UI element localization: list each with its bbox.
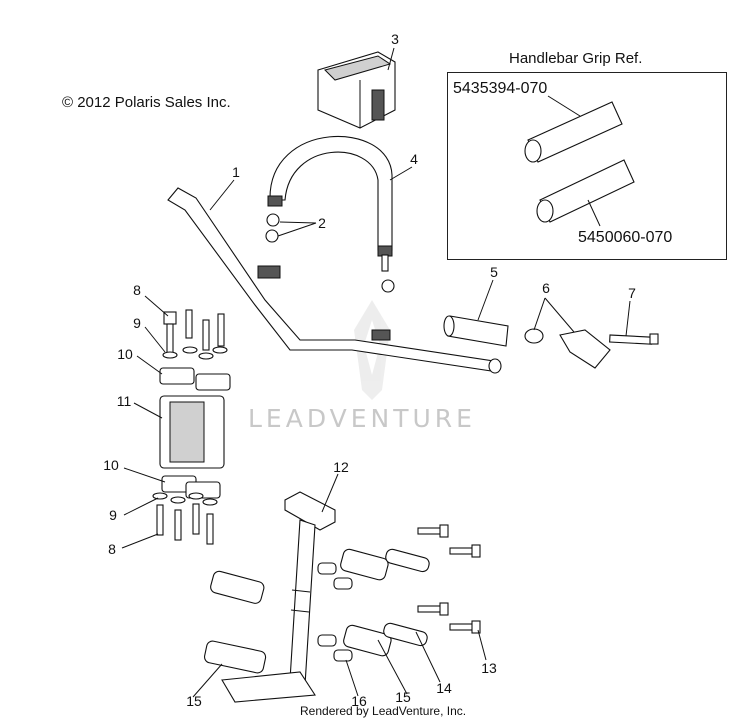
callout-9-bottom[interactable]: 9 (109, 507, 117, 523)
callout-15-right[interactable]: 15 (395, 689, 411, 705)
callout-10-top[interactable]: 10 (117, 346, 133, 362)
handlebar (167, 187, 502, 374)
grip (443, 315, 509, 347)
clamp-bolts (417, 524, 481, 634)
bar-end-bolt (609, 333, 659, 345)
callout-12[interactable]: 12 (333, 459, 349, 475)
callout-10-bottom[interactable]: 10 (103, 457, 119, 473)
callout-3[interactable]: 3 (391, 31, 399, 47)
callout-2[interactable]: 2 (318, 215, 326, 231)
bar-end-assembly (524, 328, 611, 369)
bushings (317, 562, 353, 662)
post-clamps (203, 548, 392, 674)
copyright-notice: © 2012 Polaris Sales Inc. (62, 94, 231, 111)
clamp-plates (383, 548, 430, 647)
watermark-text: LEADVENTURE (248, 404, 476, 433)
callout-1[interactable]: 1 (232, 164, 240, 180)
steering-post (221, 491, 336, 703)
callout-4[interactable]: 4 (410, 151, 418, 167)
crossbar-nuts (265, 213, 280, 243)
grip-ref-title: Handlebar Grip Ref. (509, 50, 643, 67)
callout-8-bottom[interactable]: 8 (108, 541, 116, 557)
footer-credit: Rendered by LeadVenture, Inc. (300, 704, 467, 718)
callout-5[interactable]: 5 (490, 264, 498, 280)
callout-9-top[interactable]: 9 (133, 315, 141, 331)
callout-11[interactable]: 11 (116, 393, 132, 409)
grip-part-number-2: 5450060-070 (578, 229, 673, 246)
callout-7[interactable]: 7 (628, 285, 636, 301)
grip-ref-box (447, 72, 727, 260)
grip-reference-drawings (524, 101, 635, 223)
callout-6[interactable]: 6 (542, 280, 550, 296)
callout-15-left[interactable]: 15 (186, 693, 202, 709)
crossbar-pad (317, 51, 396, 129)
callout-13[interactable]: 13 (481, 660, 497, 676)
callout-8-top[interactable]: 8 (133, 282, 141, 298)
callout-16[interactable]: 16 (351, 693, 367, 709)
grip-part-number-1: 5435394-070 (453, 80, 548, 97)
handlebar-clamp-stack (152, 309, 231, 545)
callout-14[interactable]: 14 (436, 680, 452, 696)
leader-lines (121, 47, 631, 698)
crossbar-tube (267, 135, 395, 293)
